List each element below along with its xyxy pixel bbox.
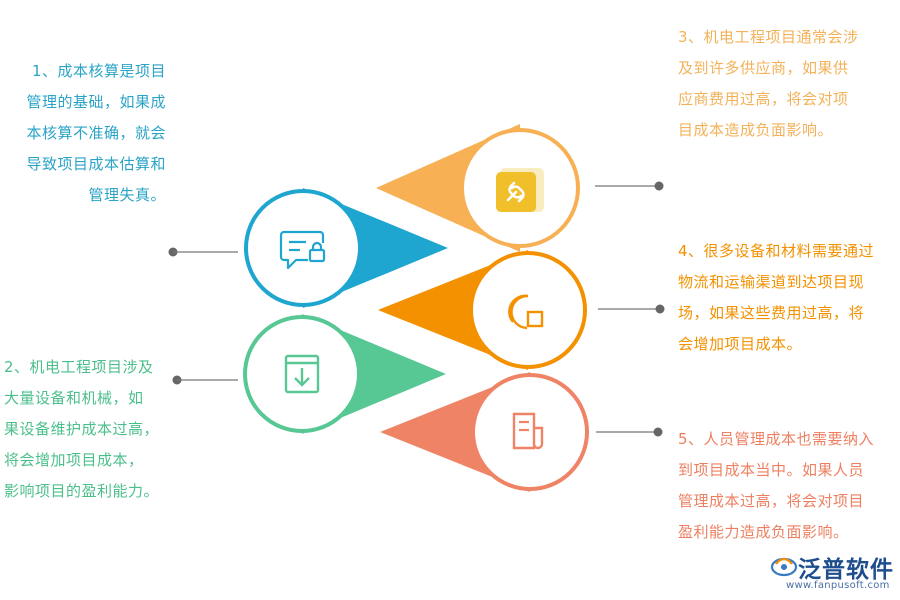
link-icon: [496, 168, 544, 212]
note-5-line: 5、人员管理成本也需要纳入: [678, 430, 875, 448]
document-icon: [512, 412, 544, 450]
note-1-line: 导致项目成本估算和: [26, 155, 166, 173]
note-3-line: 及到许多供应商，如果供: [678, 59, 849, 77]
note-1: 1、成本核算是项目 管理的基础，如果成 本核算不准确，就会 导致项目成本估算和 …: [0, 56, 166, 211]
note-4-line: 物流和运输渠道到达项目现: [678, 273, 865, 291]
segment-4: [378, 250, 587, 370]
note-2-line: 将会增加项目成本，: [4, 451, 144, 469]
note-3-line: 应商费用过高，将会对项: [678, 90, 849, 108]
brand-logo: 泛普软件 www.fanpusoft.com: [770, 550, 894, 596]
message-lock-icon: [279, 230, 326, 270]
note-5-line: 管理成本过高，将会对项目: [678, 492, 865, 510]
connector-4: [598, 304, 665, 314]
connector-2: [172, 375, 238, 385]
note-3-line: 目成本造成负面影响。: [678, 121, 834, 139]
note-1-line: 1、成本核算是项目: [31, 62, 166, 80]
connector-5: [596, 427, 663, 437]
note-4: 4、很多设备和材料需要通过 物流和运输渠道到达项目现 场，如果这些费用过高，将 …: [678, 236, 888, 360]
note-5-line: 到项目成本当中。如果人员: [678, 461, 865, 479]
note-2-line: 2、机电工程项目涉及: [4, 358, 154, 376]
connector-1: [168, 247, 238, 257]
chart-square-icon: [508, 294, 544, 330]
note-4-line: 场，如果这些费用过高，将: [678, 304, 865, 322]
note-2-line: 大量设备和机械，如: [4, 389, 144, 407]
note-3-line: 3、机电工程项目通常会涉: [678, 28, 859, 46]
note-2: 2、机电工程项目涉及 大量设备和机械，如 果设备维护成本过高， 将会增加项目成本…: [4, 352, 174, 507]
note-5-line: 盈利能力造成负面影响。: [678, 523, 849, 541]
brand-mark-icon: [770, 557, 798, 577]
segment-5: [380, 372, 589, 492]
note-3: 3、机电工程项目通常会涉 及到许多供应商，如果供 应商费用过高，将会对项 目成本…: [678, 22, 878, 146]
note-4-line: 4、很多设备和材料需要通过: [678, 242, 875, 260]
brand-url: www.fanpusoft.com: [786, 580, 890, 591]
note-2-line: 影响项目的盈利能力。: [4, 482, 160, 500]
segment-1: [244, 188, 448, 308]
download-box-icon: [284, 354, 320, 394]
note-1-line: 本核算不准确，就会: [26, 124, 166, 142]
note-1-line: 管理的基础，如果成: [26, 93, 166, 111]
note-5: 5、人员管理成本也需要纳入 到项目成本当中。如果人员 管理成本过高，将会对项目 …: [678, 424, 888, 548]
note-4-line: 会增加项目成本。: [678, 335, 803, 353]
segment-3: [376, 124, 580, 252]
brand-name: 泛普软件: [798, 557, 894, 583]
note-2-line: 果设备维护成本过高，: [4, 420, 160, 438]
note-1-line: 管理失真。: [88, 186, 166, 204]
connector-3: [595, 181, 664, 191]
segment-2: [243, 314, 446, 434]
